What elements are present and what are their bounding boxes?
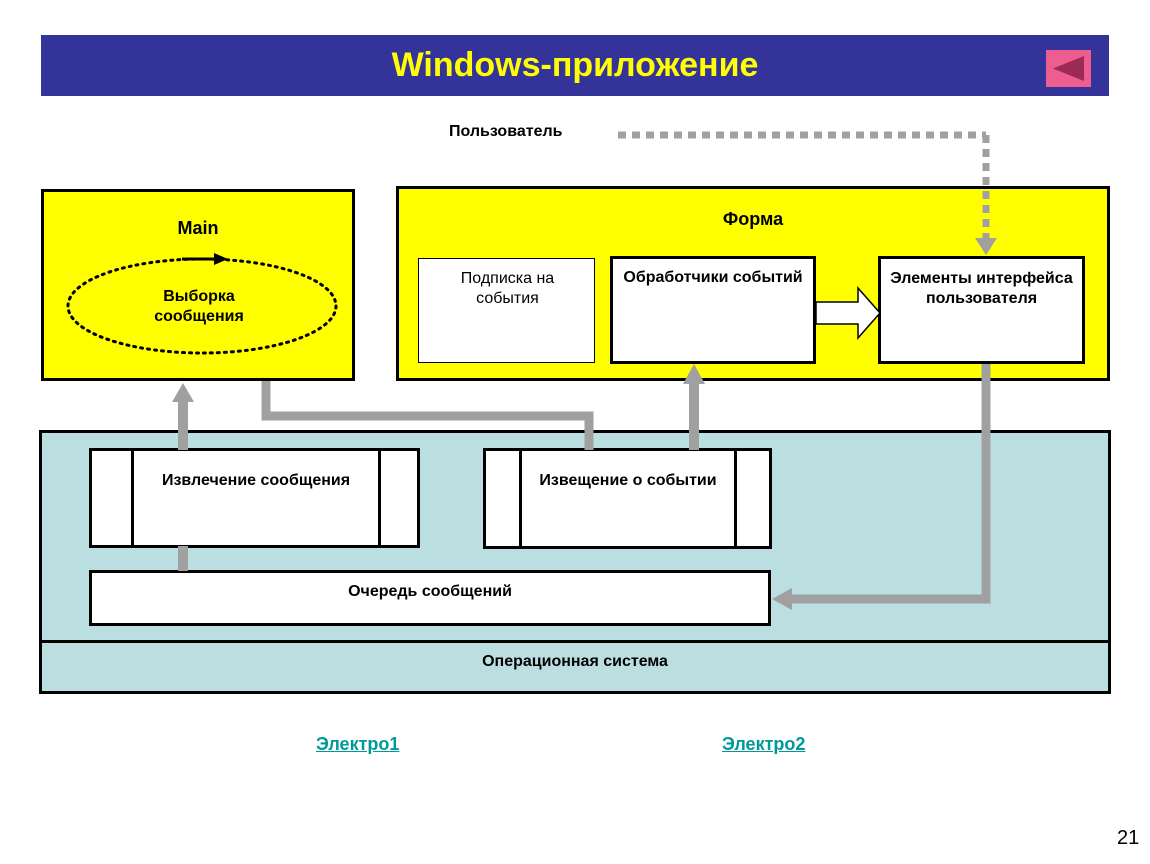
extraction-right-bar — [378, 451, 381, 545]
header-bar: Windows-приложение — [41, 35, 1109, 96]
notification-left-bar — [519, 451, 522, 546]
message-loop-ellipse — [66, 257, 338, 355]
back-button[interactable] — [1046, 50, 1091, 87]
handlers-to-ui-arrow — [815, 286, 881, 340]
message-extraction-box: Извлечение сообщения — [89, 448, 420, 548]
page-number: 21 — [1117, 827, 1140, 849]
subscription-label: Подписка на события — [460, 270, 555, 307]
form-box-title: Форма — [722, 209, 784, 229]
main-box-title: Main — [177, 218, 219, 238]
extraction-to-main-arrow — [172, 383, 194, 571]
event-notification-box: Извещение о событии — [483, 448, 772, 549]
electro2-link[interactable]: Электро2 — [722, 734, 806, 754]
event-handlers-label: Обработчики событий — [623, 269, 803, 286]
electro1-link[interactable]: Электро1 — [316, 734, 400, 754]
event-handlers-box: Обработчики событий — [610, 256, 816, 364]
loop-direction-arrow-icon — [182, 253, 228, 265]
os-label: Операционная система — [482, 653, 668, 670]
main-to-notification-connector — [261, 381, 594, 450]
main-box: Main Выборка сообщения — [41, 189, 355, 381]
ui-to-queue-arrow — [772, 364, 991, 610]
event-notification-label: Извещение о событии — [539, 472, 717, 489]
page-title: Windows-приложение — [391, 46, 759, 84]
user-input-connector — [618, 131, 997, 255]
subscription-box: Подписка на события — [418, 258, 595, 363]
os-divider — [39, 640, 1111, 643]
extraction-left-bar — [131, 451, 134, 545]
ui-elements-box: Элементы интерфейса пользователя — [878, 256, 1085, 364]
triangle-left-icon — [1053, 56, 1084, 81]
user-label: Пользователь — [449, 123, 563, 140]
message-extraction-label: Извлечение сообщения — [161, 472, 351, 489]
notification-right-bar — [734, 451, 737, 546]
message-queue-box: Очередь сообщений — [89, 570, 771, 626]
notification-to-handlers-arrow — [683, 364, 705, 450]
message-queue-label: Очередь сообщений — [348, 583, 512, 600]
message-loop-label: Выборка сообщения — [154, 288, 244, 325]
ui-elements-label: Элементы интерфейса пользователя — [890, 270, 1073, 307]
